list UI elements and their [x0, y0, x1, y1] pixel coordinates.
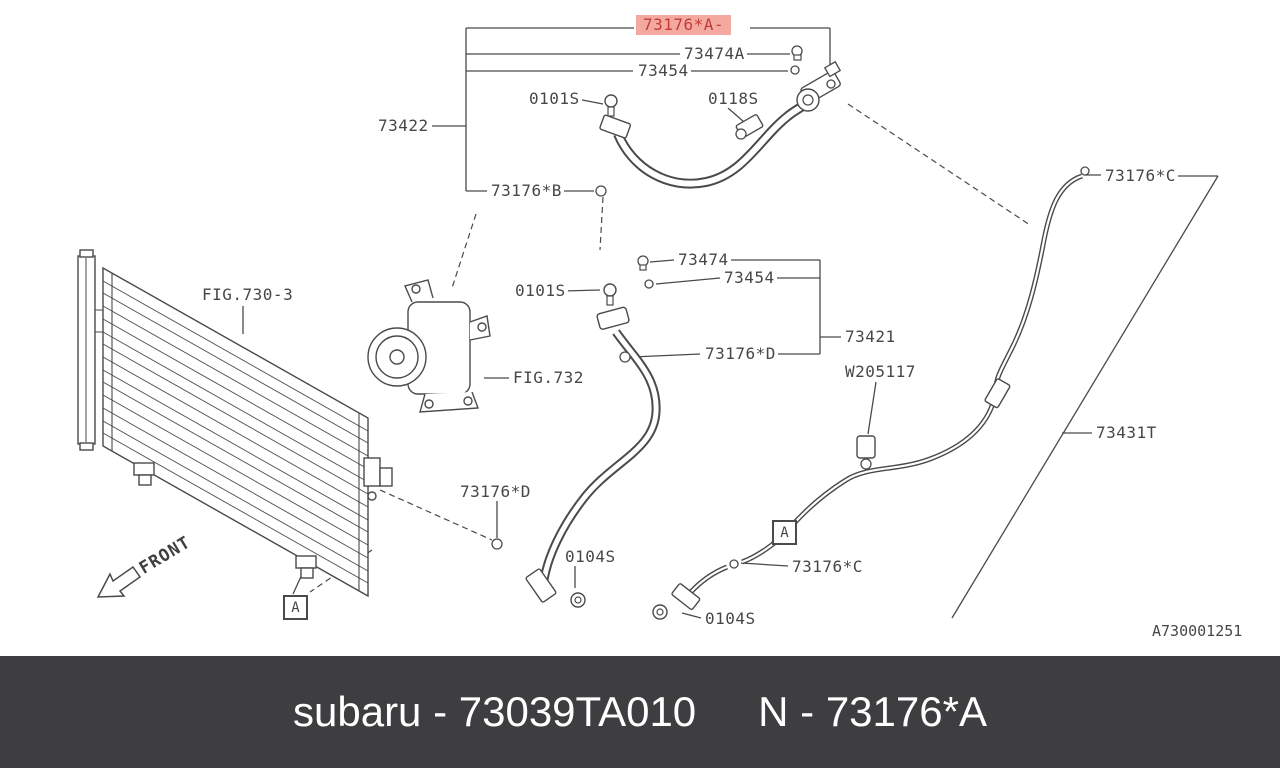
compressor-drawing [367, 279, 491, 413]
part-label-73431T[interactable]: 73431T [1094, 423, 1159, 442]
fig-ref-732[interactable]: FIG.732 [511, 368, 586, 387]
part-label-0104S-mid[interactable]: 0104S [563, 547, 618, 566]
front-arrow-icon [96, 565, 142, 598]
part-label-73421[interactable]: 73421 [843, 327, 898, 346]
part-label-73474A[interactable]: 73474A [682, 44, 747, 63]
part-label-73454-top[interactable]: 73454 [636, 61, 691, 80]
part-label-73176B[interactable]: 73176*B [489, 181, 564, 200]
banner-part-number: subaru - 73039TA010 [293, 688, 697, 735]
part-label-0104S-low[interactable]: 0104S [703, 609, 758, 628]
diagram-ref-code: A730001251 [1150, 622, 1245, 640]
part-label-73176D-mid[interactable]: 73176*D [703, 344, 778, 363]
condenser-drawing [77, 249, 393, 598]
part-label-73176A-highlighted[interactable]: 73176*A- [636, 15, 732, 35]
leader-lines [242, 27, 1219, 619]
fig-ref-730-3[interactable]: FIG.730-3 [200, 285, 296, 304]
part-label-0101S-mid[interactable]: 0101S [513, 281, 568, 300]
part-label-73474[interactable]: 73474 [676, 250, 731, 269]
banner-ref-number: N - 73176*A [758, 688, 987, 735]
parts-diagram-drawing [77, 27, 1219, 620]
mid-hose-drawing [491, 255, 661, 608]
marker-a-pipe: A [772, 520, 797, 545]
top-hose-drawing [595, 45, 842, 197]
part-label-W205117[interactable]: W205117 [843, 362, 918, 381]
part-label-73176C-top[interactable]: 73176*C [1103, 166, 1178, 185]
part-label-73176D-low[interactable]: 73176*D [458, 482, 533, 501]
part-label-73176C-low[interactable]: 73176*C [790, 557, 865, 576]
part-label-0118S[interactable]: 0118S [706, 89, 761, 108]
part-label-73454-mid[interactable]: 73454 [722, 268, 777, 287]
parts-diagram-stage: 73176*A- 73474A 73454 0101S 0118S 73422 … [77, 15, 1245, 640]
footer-banner: subaru - 73039TA010 N - 73176*A [0, 656, 1280, 768]
marker-a-condenser: A [283, 595, 308, 620]
rear-pipe-drawing [652, 166, 1090, 620]
part-label-73422[interactable]: 73422 [376, 116, 431, 135]
part-label-0101S-top[interactable]: 0101S [527, 89, 582, 108]
